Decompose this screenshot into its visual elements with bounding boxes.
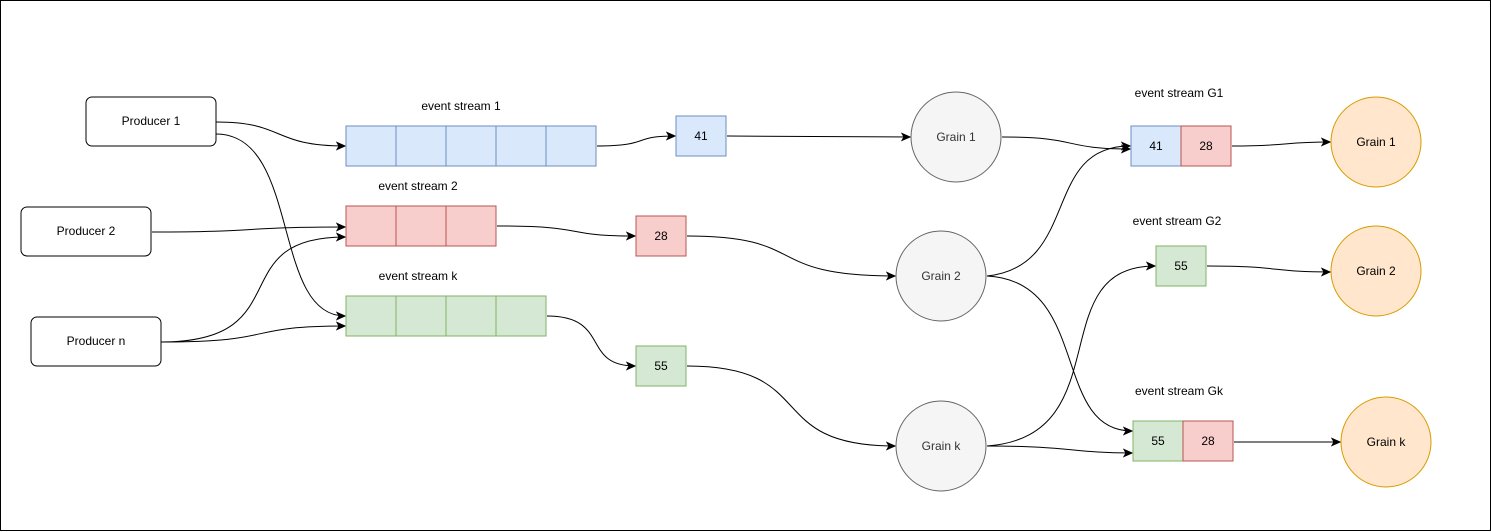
edge-grain1-streamG1 — [1001, 136, 1130, 149]
stream-G2: 55 — [1155, 245, 1207, 287]
producer-n: Producer n — [30, 316, 162, 367]
producer-2: Producer 2 — [20, 206, 152, 257]
edge-event41-grain1 — [726, 136, 910, 137]
stream-2-cell — [395, 205, 447, 247]
edge-streamG2-grain2 — [1206, 265, 1330, 272]
grain-k-out-label: Grain k — [1367, 435, 1407, 449]
stream-1-cell — [495, 125, 547, 167]
event-55: 55 — [635, 345, 687, 387]
stream-k-cell — [345, 295, 397, 337]
edge-stream2-event28 — [496, 225, 635, 236]
producer-n-label: Producer n — [67, 334, 126, 348]
edge-graink-streamGk — [986, 445, 1132, 453]
stream-k-cell — [395, 295, 447, 337]
edge-producer1-streamk — [215, 133, 345, 316]
stream-1 — [345, 125, 597, 167]
event-41: 41 — [675, 115, 727, 157]
edge-producer1-stream1 — [215, 121, 345, 146]
edge-producern-streamk — [160, 326, 345, 343]
producer-2-label: Producer 2 — [57, 224, 116, 238]
stream-1-cell — [445, 125, 497, 167]
stream-G1-title: event stream G1 — [1135, 86, 1224, 100]
edge-graink-streamG2 — [986, 266, 1155, 447]
producer-1-label: Producer 1 — [122, 114, 181, 128]
stream-k-cell — [495, 295, 547, 337]
edges — [151, 121, 1340, 453]
stream-2-cell — [445, 205, 497, 247]
stream-1-title: event stream 1 — [421, 99, 501, 113]
event-28: 28 — [635, 215, 687, 257]
edge-event28-grain2 — [686, 235, 895, 276]
grain-2-out: Grain 2 — [1330, 225, 1422, 317]
edge-producer2-stream2 — [151, 227, 345, 233]
grain-1-mid: Grain 1 — [910, 91, 1002, 183]
edge-producern-stream2 — [160, 237, 345, 343]
stream-k — [345, 295, 547, 337]
grain-1-mid-label: Grain 1 — [936, 130, 976, 144]
stream-1-cell — [545, 125, 597, 167]
stream-Gk-cell-label: 55 — [1151, 434, 1165, 448]
stream-G1-cell-label: 41 — [1149, 139, 1163, 153]
stream-2-title: event stream 2 — [378, 179, 458, 193]
stream-2-cell — [345, 205, 397, 247]
grain-2-out-label: Grain 2 — [1356, 264, 1396, 278]
edge-event55-graink — [686, 365, 895, 446]
grain-k-mid: Grain k — [895, 400, 987, 492]
event-55-label: 55 — [654, 359, 668, 373]
stream-1-cell — [395, 125, 447, 167]
stream-G2-cell-label: 55 — [1174, 259, 1188, 273]
grain-2-mid-label: Grain 2 — [921, 269, 961, 283]
stream-1-cell — [345, 125, 397, 167]
stream-G1: 41 28 — [1130, 125, 1232, 167]
grain-1-out-label: Grain 1 — [1356, 135, 1396, 149]
edge-streamk-event55 — [546, 315, 635, 366]
edge-grain2-streamG1 — [986, 146, 1130, 277]
stream-Gk: 55 28 — [1132, 420, 1234, 462]
stream-2 — [345, 205, 497, 247]
edge-stream1-event41 — [596, 136, 675, 147]
grain-1-out: Grain 1 — [1330, 96, 1422, 188]
grain-k-mid-label: Grain k — [922, 439, 962, 453]
stream-Gk-title: event stream Gk — [1135, 384, 1224, 398]
stream-G2-title: event stream G2 — [1133, 214, 1222, 228]
producer-1: Producer 1 — [85, 96, 217, 147]
edge-grain2-streamGk — [986, 275, 1132, 431]
edge-streamG1-grain1 — [1231, 142, 1330, 146]
stream-k-title: event stream k — [379, 269, 459, 283]
grain-k-out: Grain k — [1340, 396, 1432, 488]
event-41-label: 41 — [694, 129, 708, 143]
stream-G1-cell-label: 28 — [1199, 139, 1213, 153]
event-28-label: 28 — [654, 229, 668, 243]
grain-2-mid: Grain 2 — [895, 230, 987, 322]
stream-Gk-cell-label: 28 — [1201, 434, 1215, 448]
stream-k-cell — [445, 295, 497, 337]
